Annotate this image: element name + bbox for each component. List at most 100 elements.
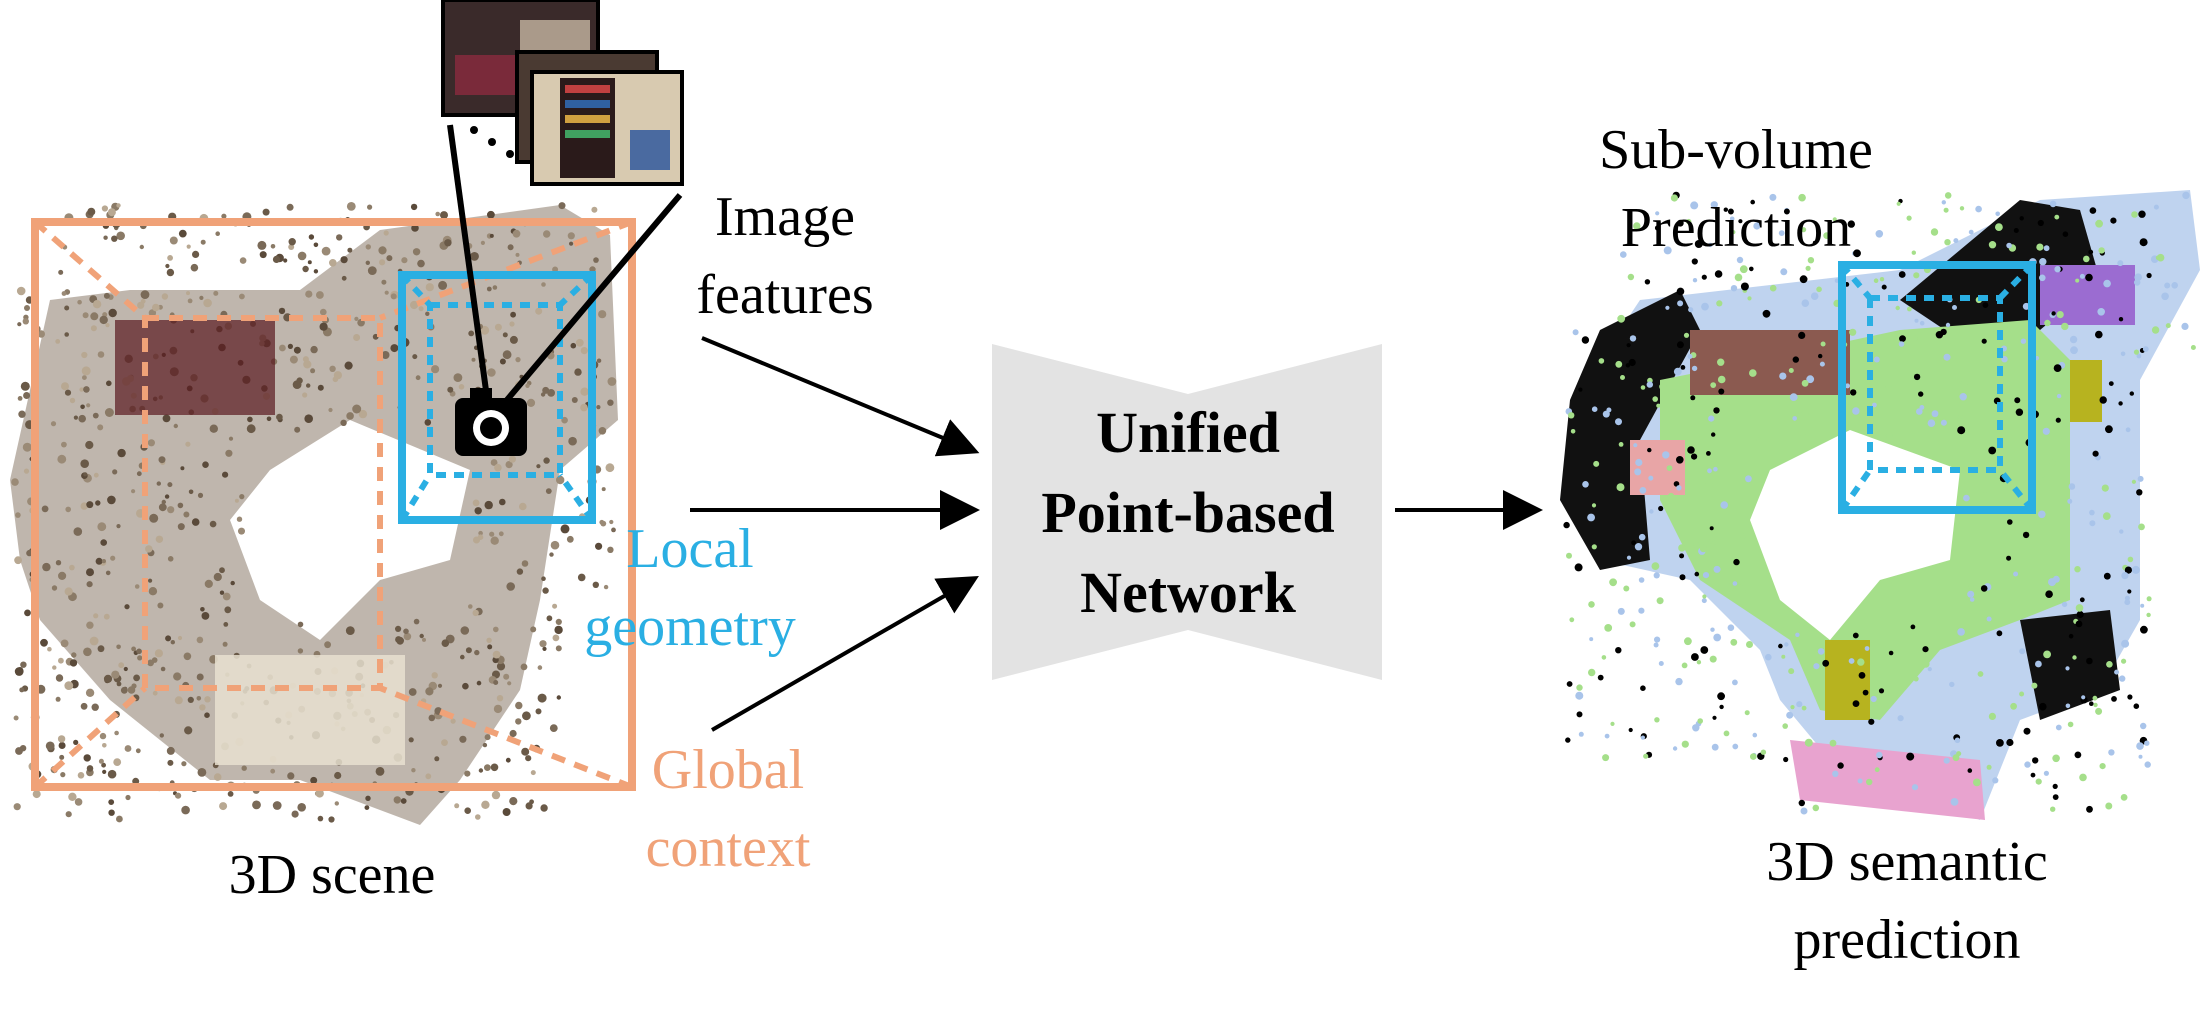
semantic-dot [1717, 375, 1726, 384]
semantic-dot [2044, 319, 2051, 327]
semantic-dot [1710, 201, 1718, 209]
semantic-dot [2127, 694, 2133, 700]
scene-dot [358, 409, 368, 419]
scene-dot [13, 715, 19, 721]
scene-dot [554, 625, 563, 635]
semantic-dot [1681, 740, 1689, 748]
scene-dot [336, 234, 343, 241]
scene-dot [484, 734, 491, 741]
semantic-dot [2072, 655, 2077, 660]
semantic-dot [2051, 311, 2056, 316]
scene-dot [460, 654, 465, 660]
scene-dot [441, 739, 448, 746]
scene-dot [353, 334, 361, 341]
scene-dot [486, 637, 492, 643]
local-geometry-box [398, 271, 596, 524]
semantic-dot [1995, 223, 2003, 232]
scene-dot [478, 768, 484, 773]
semantic-dot [2006, 242, 2012, 249]
scene-dot [575, 338, 584, 347]
scene-dot [419, 633, 424, 639]
semantic-dot [2120, 794, 2128, 801]
semantic-dot [1659, 382, 1667, 391]
scene-dot [525, 383, 530, 388]
scene-dot [106, 380, 112, 387]
scene-dot [215, 231, 220, 236]
semantic-dot [2045, 590, 2053, 598]
scene-dot [329, 259, 337, 267]
scene-dot [458, 384, 465, 390]
scene-dot [288, 238, 296, 246]
semantic-dot [1916, 408, 1923, 415]
semantic-dot [1996, 630, 2003, 637]
camera-frustum [447, 124, 683, 422]
semantic-dot [2043, 245, 2050, 252]
scene-dot [190, 263, 199, 272]
scene-dot [346, 412, 354, 420]
semantic-dot [2136, 353, 2142, 359]
scene-dot [598, 427, 607, 435]
scene-dot [525, 802, 533, 810]
scene-dot [310, 368, 316, 374]
semantic-dot [1898, 271, 1906, 278]
semantic-dot [2030, 772, 2036, 778]
scene-dot [509, 797, 518, 806]
scene-dot [104, 408, 114, 417]
semantic-dot [1879, 277, 1885, 282]
semantic-dot [1588, 668, 1596, 677]
scene-dot [199, 295, 204, 300]
semantic-dot [2079, 273, 2085, 279]
semantic-dot [1862, 689, 1869, 696]
semantic-dot [2161, 292, 2169, 301]
scene-dot [491, 790, 501, 800]
scene-dot [37, 330, 45, 338]
semantic-dot [1708, 539, 1713, 544]
scene-dot [98, 758, 104, 764]
scene-dot [503, 673, 510, 680]
scene-dot [247, 416, 253, 423]
scene-dot [204, 579, 213, 589]
scene-dot [367, 266, 377, 275]
scene-dot [577, 573, 586, 582]
semantic-dot [2081, 695, 2086, 700]
semantic-dot [1954, 737, 1961, 744]
label-global-context-2: context [646, 817, 811, 879]
semantic-dot [1852, 407, 1860, 415]
scene-dot [482, 742, 488, 748]
scene-dot [101, 559, 106, 564]
semantic-dot [1992, 777, 1999, 784]
semantic-dot [1968, 229, 1974, 235]
semantic-dot [2089, 520, 2096, 527]
scene-dot [488, 504, 493, 509]
scene-dot [601, 487, 606, 492]
semantic-dot [1609, 578, 1617, 587]
scene-dot [384, 290, 389, 295]
scene-dot [490, 459, 498, 466]
scene-dot [61, 441, 67, 448]
scene-dot [175, 792, 182, 799]
scene-dot [14, 556, 22, 565]
semantic-dot [1799, 275, 1808, 284]
semantic-dot [1693, 541, 1700, 548]
scene-dot [308, 234, 315, 240]
semantic-dot [1822, 659, 1830, 667]
semantic-dot [2067, 721, 2074, 728]
semantic-dot [1648, 475, 1654, 481]
semantic-dot [2075, 620, 2083, 628]
scene-dot [422, 637, 426, 642]
scene-dot [425, 311, 430, 316]
semantic-dot [2120, 351, 2126, 357]
semantic-dot [2140, 625, 2148, 634]
semantic-dot [1696, 660, 1702, 665]
scene-dot [570, 342, 577, 349]
scene-dot [148, 587, 158, 596]
scene-dot [65, 811, 72, 818]
scene-dot [112, 469, 118, 475]
scene-dot [487, 368, 496, 377]
scene-dot [73, 739, 79, 746]
scene-dot [468, 330, 475, 337]
scene-dot [55, 674, 64, 682]
scene-dot [136, 648, 142, 655]
semantic-dot [1899, 335, 1906, 342]
scene-dot [97, 522, 107, 532]
